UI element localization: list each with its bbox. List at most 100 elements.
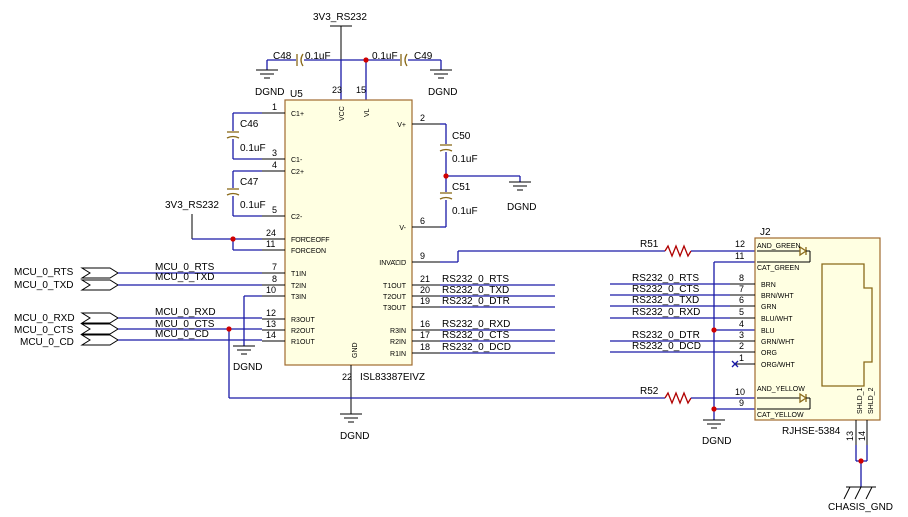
mcu-port-shapes <box>80 267 119 346</box>
j2-pin-name: BLU <box>761 328 775 335</box>
j2-gnd-bus <box>703 261 755 429</box>
c51-ref: C51 <box>452 182 471 193</box>
j2-pin-num: 12 <box>735 239 745 249</box>
j2-pin-name: GRN <box>761 304 777 311</box>
power-label-left: 3V3_RS232 <box>165 200 219 211</box>
rs232-net-label: RS232_0_DTR <box>632 330 700 341</box>
c50-c51-network <box>439 123 531 228</box>
j2-pin-name: ORG/WHT <box>761 362 796 369</box>
rs232-net-label: RS232_0_RTS <box>632 273 699 284</box>
rs232-wires-inner <box>440 284 555 354</box>
u5-pin-name: INVALID <box>379 260 406 267</box>
u5-pin-name: FORCEON <box>291 248 326 255</box>
j2-pin-num: 14 <box>857 431 867 441</box>
u5-pin-name: T1IN <box>291 271 306 278</box>
u5-pin-name: R2IN <box>390 339 406 346</box>
u5-pin-num: 12 <box>266 308 276 318</box>
mcu-port-rts: MCU_0_RTS <box>14 267 74 278</box>
r51-ref: R51 <box>640 239 659 250</box>
u5-body <box>284 99 413 366</box>
ground-symbol-u5 <box>340 413 362 423</box>
u5-pin-num: 11 <box>266 239 275 249</box>
mcu-net-label: MCU_0_RTS <box>155 262 215 273</box>
j2-pin-num: 2 <box>739 341 744 351</box>
dgnd-label-c49: DGND <box>428 87 457 98</box>
mcu-net-label: MCU_0_TXD <box>155 272 214 283</box>
j2-pin-num: 8 <box>739 273 744 283</box>
rs232-net-label: RS232_0_RXD <box>632 307 700 318</box>
rj45-jack-outline <box>821 263 873 387</box>
rs232-net-label: RS232_0_DCD <box>442 342 511 353</box>
j2-pin-num: 13 <box>845 431 855 441</box>
u5-pin-num: 20 <box>420 285 430 295</box>
u5-pin-num: 15 <box>356 85 366 95</box>
rs232-net-label: RS232_0_TXD <box>632 295 699 306</box>
u5-pin-name: V+ <box>397 122 406 129</box>
j2-pin-name: BRN/WHT <box>761 293 794 300</box>
u5-left-pin-stubs <box>262 112 285 342</box>
u5-pin-name: C1- <box>291 157 303 164</box>
u5-pin-num: 6 <box>420 216 425 226</box>
c46-value: 0.1uF <box>240 143 266 154</box>
c50-value: 0.1uF <box>452 154 478 165</box>
dgnd-label-t3in: DGND <box>233 362 262 373</box>
u5-right-pin-stubs <box>412 123 440 354</box>
c46-ref: C46 <box>240 119 259 130</box>
power-net-top <box>256 25 452 100</box>
u5-pin-num: 17 <box>420 330 430 340</box>
rs232-net-label: RS232_0_RXD <box>442 319 510 330</box>
u5-pin-num: 24 <box>266 228 276 238</box>
c49-value: 0.1uF <box>372 51 398 62</box>
j2-pin-name: AND_YELLOW <box>757 386 805 393</box>
u5-pin-num: 8 <box>272 274 277 284</box>
u5-pin-num: 19 <box>420 296 430 306</box>
u5-pin-num: 1 <box>272 102 277 112</box>
j2-pin-num: 3 <box>739 330 744 340</box>
j2-pin-name: ORG <box>761 350 777 357</box>
u5-pin-name: T3IN <box>291 294 306 301</box>
r51-net <box>440 244 755 263</box>
j2-part: RJHSE-5384 <box>782 426 841 437</box>
mcu-port-txd: MCU_0_TXD <box>14 280 73 291</box>
u5-pin-name: C1+ <box>291 111 304 118</box>
u5-pin-name: C2- <box>291 214 303 221</box>
j2-led-green <box>757 245 811 263</box>
j2-pin-name: CAT_GREEN <box>757 265 799 272</box>
u5-pin-name: R1IN <box>390 351 406 358</box>
j2-pin-name: BRN <box>761 282 776 289</box>
j2-pin-num: 1 <box>739 353 744 363</box>
c51-value: 0.1uF <box>452 206 478 217</box>
j2-pin-num: 4 <box>739 319 744 329</box>
dgnd-label-c48: DGND <box>255 87 284 98</box>
mcu-port-cts: MCU_0_CTS <box>14 325 74 336</box>
j2-pin-num: 5 <box>739 307 744 317</box>
u5-pin-num: 22 <box>342 372 352 382</box>
c48-ref: C48 <box>273 51 292 62</box>
j2-pin-stubs <box>730 283 755 365</box>
j2-pin-num: 10 <box>735 387 745 397</box>
u5-pin-num: 18 <box>420 342 430 352</box>
mcu-net-label: MCU_0_CD <box>155 329 209 340</box>
u5-part: ISL83387EIVZ <box>360 372 425 383</box>
c49-ref: C49 <box>414 51 433 62</box>
rs232-net-label: RS232_0_DCD <box>632 341 701 352</box>
chassis-gnd-label: CHASIS_GND <box>828 502 893 513</box>
u5-pin-name: R2OUT <box>291 328 315 335</box>
u5-pin-name: C2+ <box>291 169 304 176</box>
rs232-net-label: RS232_0_DTR <box>442 296 510 307</box>
u5-pin-num: 2 <box>420 113 425 123</box>
mcu-net-label: MCU_0_RXD <box>155 307 216 318</box>
u5-pin-num: 23 <box>332 85 342 95</box>
r52-ref: R52 <box>640 386 659 397</box>
j2-pin-name: GRN/WHT <box>761 339 795 346</box>
dgnd-label-u5: DGND <box>340 431 369 442</box>
u5-pin-num: 13 <box>266 319 276 329</box>
u5-pin-name: GND <box>352 342 359 358</box>
u5-pin-name: R1OUT <box>291 339 315 346</box>
c48-value: 0.1uF <box>305 51 331 62</box>
u5-pin-name: R3IN <box>390 328 406 335</box>
u5-pin-name: T1OUT <box>383 283 407 290</box>
dgnd-label-j2: DGND <box>702 436 731 447</box>
u5-pin-name: T3OUT <box>383 305 407 312</box>
rs232-net-label: RS232_0_CTS <box>442 330 510 341</box>
